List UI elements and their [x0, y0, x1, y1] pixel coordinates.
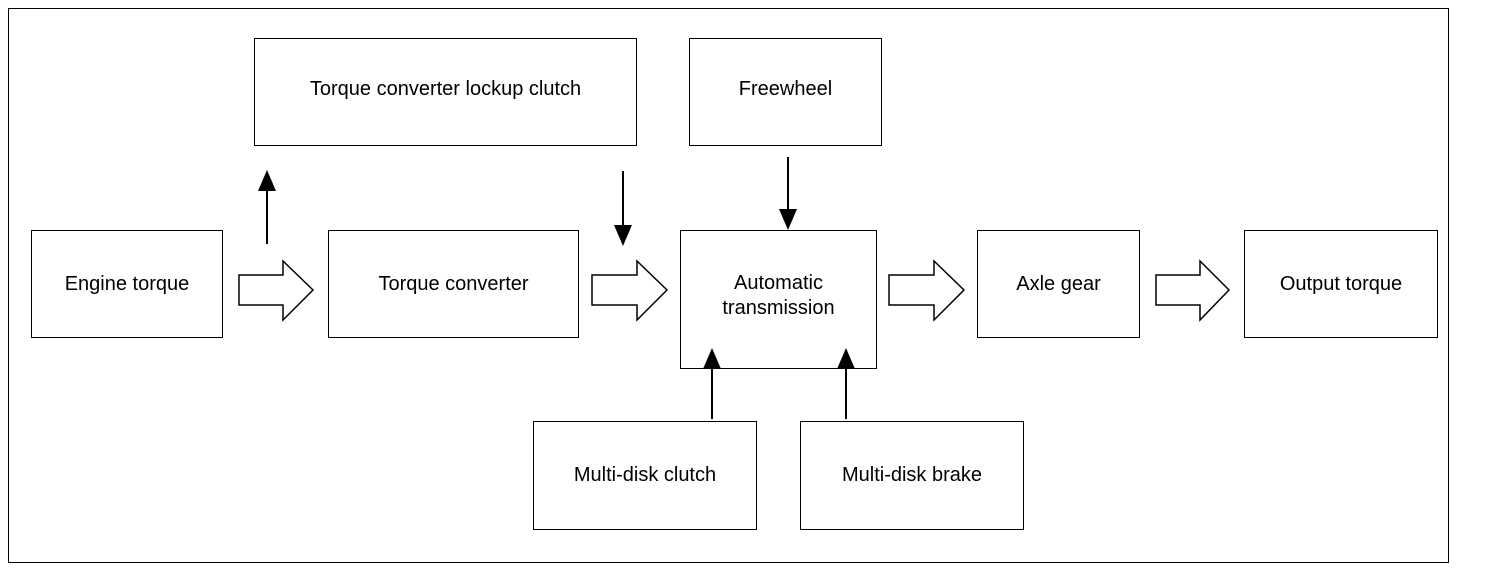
axle-gear-box: Axle gear [977, 230, 1140, 338]
axle-gear-label: Axle gear [1016, 272, 1101, 295]
multi-disk-clutch-box: Multi-disk clutch [533, 421, 757, 530]
arrow-lockup-clutch-to-transmission [614, 171, 632, 246]
engine-torque-label: Engine torque [64, 272, 190, 295]
torque-converter-box: Torque converter [328, 230, 579, 338]
arrow-multi-disk-clutch-to-transmission [703, 348, 721, 419]
hollow-arrow-axle-to-output [1155, 259, 1231, 322]
automatic-transmission-label: Automatic transmission [722, 272, 835, 319]
torque-converter-label: Torque converter [378, 272, 529, 295]
automatic-transmission-box: Automatic transmission [680, 230, 877, 369]
output-torque-label: Output torque [1279, 272, 1403, 295]
arrow-multi-disk-brake-to-transmission [837, 348, 855, 419]
diagram-frame [8, 8, 1449, 563]
lockup-clutch-label: Torque converter lockup clutch [309, 77, 582, 100]
hollow-arrow-engine-to-converter [238, 259, 315, 322]
lockup-clutch-box: Torque converter lockup clutch [254, 38, 637, 146]
multi-disk-brake-label: Multi-disk brake [841, 464, 983, 486]
multi-disk-clutch-label: Multi-disk clutch [573, 464, 717, 486]
multi-disk-brake-box: Multi-disk brake [800, 421, 1024, 530]
arrow-engine-to-lockup-clutch [258, 170, 276, 244]
hollow-arrow-converter-to-transmission [591, 259, 669, 322]
freewheel-box: Freewheel [689, 38, 882, 146]
output-torque-box: Output torque [1244, 230, 1438, 338]
arrow-freewheel-to-transmission [779, 157, 797, 230]
freewheel-label: Freewheel [738, 77, 833, 100]
engine-torque-box: Engine torque [31, 230, 223, 338]
hollow-arrow-transmission-to-axle [888, 259, 966, 322]
